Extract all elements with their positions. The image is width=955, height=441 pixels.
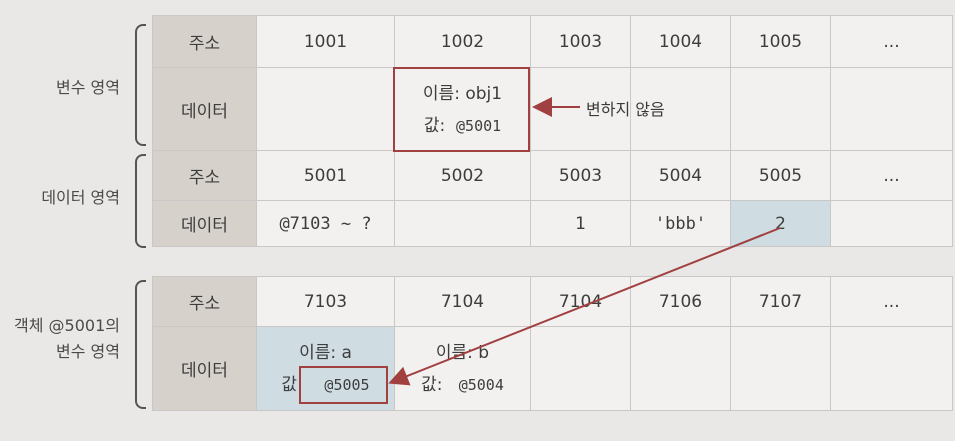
data-header: 데이터 bbox=[152, 67, 257, 152]
address-cell: 1001 bbox=[256, 15, 395, 68]
data-header: 데이터 bbox=[152, 200, 257, 247]
variable-name: 이름: a bbox=[299, 342, 352, 363]
variable-area-label: 변수 영역 bbox=[56, 78, 120, 97]
unchanged-note: 변하지 않음 bbox=[586, 100, 665, 119]
value-label: 값: bbox=[421, 374, 443, 395]
object-area-table: 주소 7103 7104 7104 7106 7107 ... 데이터 이름: … bbox=[152, 276, 953, 411]
variable-value-line: 값: @5005 bbox=[257, 369, 394, 401]
data-cell: @7103 ~ ? bbox=[256, 200, 395, 247]
address-cell: 7103 bbox=[256, 276, 395, 327]
data-cell bbox=[394, 200, 531, 247]
address-cell: 5004 bbox=[630, 150, 731, 201]
address-header: 주소 bbox=[152, 150, 257, 201]
address-cell: 5005 bbox=[730, 150, 831, 201]
data-cell: 1 bbox=[530, 200, 631, 247]
variable-value: @5005 bbox=[324, 375, 370, 394]
data-cell: 'bbb' bbox=[630, 200, 731, 247]
data-header: 데이터 bbox=[152, 326, 257, 411]
address-header: 주소 bbox=[152, 276, 257, 327]
variable-name: 이름: b bbox=[435, 342, 490, 363]
variable-name: 이름: obj1 bbox=[422, 83, 503, 104]
variable-obj1-cell: 이름: obj1 값: @5001 bbox=[394, 67, 531, 152]
address-cell: 5002 bbox=[394, 150, 531, 201]
address-cell: 1005 bbox=[730, 15, 831, 68]
data-cell-5005: 2 bbox=[730, 200, 831, 247]
data-cell bbox=[530, 326, 631, 411]
data-cell bbox=[830, 67, 953, 152]
address-cell: 1003 bbox=[530, 15, 631, 68]
data-area-table: 주소 5001 5002 5003 5004 5005 ... 데이터 @710… bbox=[152, 150, 953, 247]
object-var-b-cell: 이름: b 값: @5004 bbox=[394, 326, 531, 411]
data-area-label: 데이터 영역 bbox=[41, 188, 120, 207]
variable-area-bracket bbox=[135, 24, 146, 146]
data-area-bracket bbox=[135, 154, 146, 248]
object-area-bracket bbox=[135, 280, 146, 409]
address-cell: 1004 bbox=[630, 15, 731, 68]
address-cell: 7106 bbox=[630, 276, 731, 327]
object-var-a-cell: 이름: a 값: @5005 bbox=[256, 326, 395, 411]
variable-value-line: 값: @5001 bbox=[395, 110, 530, 142]
value-label: 값: bbox=[423, 115, 446, 136]
data-cell bbox=[630, 326, 731, 411]
variable-value: @5004 bbox=[458, 375, 504, 394]
address-ellipsis: ... bbox=[830, 276, 953, 327]
address-cell: 7104 bbox=[394, 276, 531, 327]
address-cell: 7104 bbox=[530, 276, 631, 327]
reference-arrow bbox=[388, 227, 781, 386]
data-cell bbox=[830, 326, 953, 411]
object-area-label-line2: 변수 영역 bbox=[56, 342, 120, 361]
object-area-label-line1: 객체 @5001의 bbox=[14, 316, 120, 335]
address-ellipsis: ... bbox=[830, 15, 953, 68]
data-cell bbox=[256, 67, 395, 152]
variable-area-table: 주소 1001 1002 1003 1004 1005 ... 데이터 이름: … bbox=[152, 15, 953, 152]
data-cell bbox=[830, 200, 953, 247]
variable-value: @5001 bbox=[456, 116, 502, 135]
data-cell bbox=[630, 67, 731, 152]
address-cell: 1002 bbox=[394, 15, 531, 68]
address-ellipsis: ... bbox=[830, 150, 953, 201]
value-label: 값: bbox=[281, 374, 303, 395]
variable-value-line: 값: @5004 bbox=[395, 369, 530, 401]
